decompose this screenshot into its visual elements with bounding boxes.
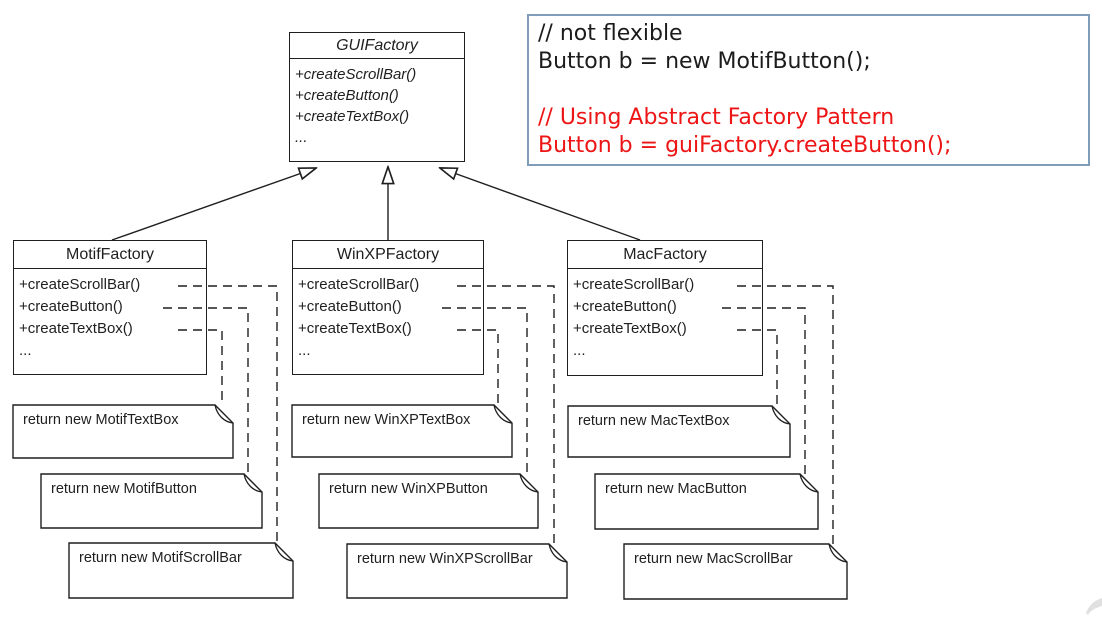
class-title-motiffactory: MotifFactory: [14, 241, 206, 269]
class-methods-winxpfactory: +createScrollBar() +createButton() +crea…: [293, 269, 483, 362]
class-box-winxpfactory: WinXPFactory +createScrollBar() +createB…: [292, 240, 484, 375]
method-label: +createScrollBar(): [573, 276, 695, 293]
method-label: +createTextBox(): [298, 320, 412, 337]
method-label: ...: [19, 342, 32, 359]
method-label: +createButton(): [298, 298, 402, 315]
method-label: +createTextBox(): [19, 320, 133, 337]
class-methods-guifactory: +createScrollBar() +createButton() +crea…: [290, 59, 464, 148]
note-label-winxp-textbox: return new WinXPTextBox: [302, 412, 471, 428]
method-label: +createButton(): [573, 298, 677, 315]
note-fold-icon: [214, 404, 234, 424]
method-label: ...: [573, 342, 586, 359]
note-label-mac-textbox: return new MacTextBox: [578, 413, 730, 429]
note-fold-icon: [771, 405, 791, 425]
code-line: // Using Abstract Factory Pattern: [538, 105, 895, 130]
inheritance-line-mac: [440, 168, 641, 241]
inheritance-lines: [111, 167, 641, 241]
method-label: +createScrollBar(): [19, 276, 141, 293]
class-box-macfactory: MacFactory +createScrollBar() +createBut…: [567, 240, 763, 376]
note-label-motif-textbox: return new MotifTextBox: [23, 412, 179, 428]
class-methods-motiffactory: +createScrollBar() +createButton() +crea…: [14, 269, 206, 362]
method-label: +createScrollBar(): [298, 276, 420, 293]
note-label-winxp-scrollbar: return new WinXPScrollBar: [357, 551, 533, 567]
code-snippet-panel: // not flexible Button b = new MotifButt…: [527, 14, 1090, 166]
note-label-mac-button: return new MacButton: [605, 481, 747, 497]
note-label-mac-scrollbar: return new MacScrollBar: [634, 551, 793, 567]
corner-watermark-icon: [1086, 598, 1102, 615]
method-label: +createButton(): [295, 87, 399, 104]
code-line: Button b = guiFactory.createButton();: [538, 133, 952, 158]
code-line-blank: [538, 76, 1088, 104]
class-title-macfactory: MacFactory: [568, 241, 762, 269]
note-fold-icon: [493, 404, 513, 424]
code-line: Button b = new MotifButton();: [538, 49, 871, 74]
method-label: +createScrollBar(): [295, 66, 417, 83]
class-box-motiffactory: MotifFactory +createScrollBar() +createB…: [13, 240, 207, 375]
method-label: +createTextBox(): [295, 108, 410, 125]
note-fold-icon: [828, 543, 848, 563]
class-methods-macfactory: +createScrollBar() +createButton() +crea…: [568, 269, 762, 362]
note-label-motif-button: return new MotifButton: [51, 481, 197, 497]
note-shapes: [12, 404, 848, 600]
note-fold-icon: [548, 543, 568, 563]
inheritance-line-motif: [111, 168, 316, 241]
class-title-winxpfactory: WinXPFactory: [293, 241, 483, 269]
code-line: // not flexible: [538, 21, 683, 46]
method-label: ...: [295, 129, 308, 146]
class-box-guifactory: GUIFactory +createScrollBar() +createBut…: [289, 32, 465, 162]
note-fold-icon: [519, 473, 539, 493]
note-fold-icon: [243, 473, 263, 493]
method-label: +createTextBox(): [573, 320, 687, 337]
note-fold-icon: [274, 542, 294, 562]
method-label: ...: [298, 342, 311, 359]
note-label-winxp-button: return new WinXPButton: [329, 481, 488, 497]
method-label: +createButton(): [19, 298, 123, 315]
note-label-motif-scrollbar: return new MotifScrollBar: [79, 550, 242, 566]
note-fold-icon: [799, 473, 819, 493]
class-title-guifactory: GUIFactory: [290, 33, 464, 59]
